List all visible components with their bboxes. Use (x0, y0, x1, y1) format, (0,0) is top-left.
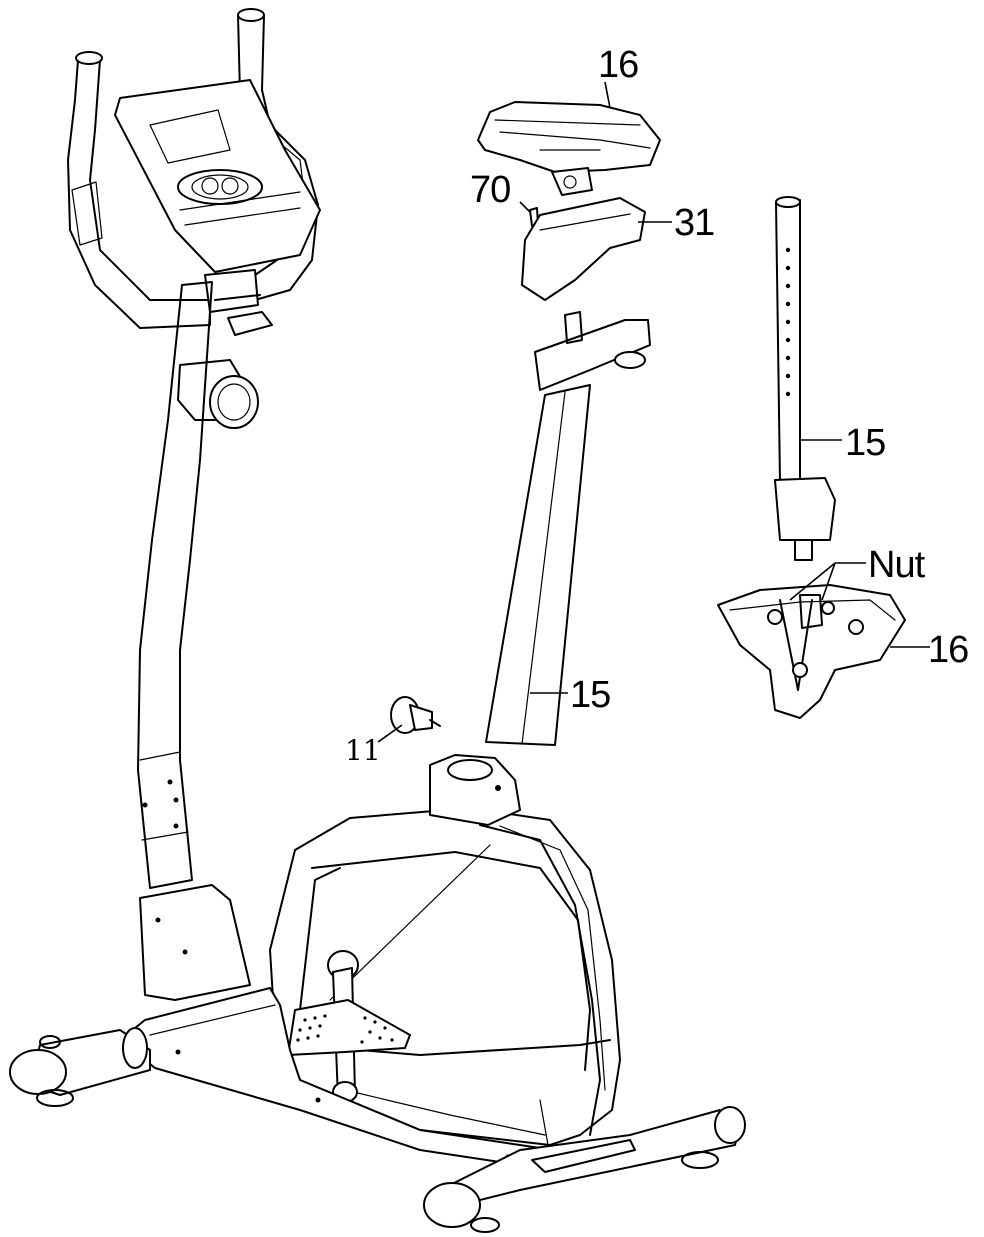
label-part-16-top: 16 (598, 44, 638, 86)
label-part-31: 31 (674, 202, 714, 244)
label-part-11: 11 (345, 734, 381, 767)
label-nut: Nut (868, 544, 926, 586)
label-part-70: 70 (470, 169, 510, 211)
label-part-16-bottom: 16 (928, 629, 968, 671)
bike-frame (9, 8, 746, 1233)
seat-post-assembled (485, 311, 651, 746)
seat-top (477, 101, 661, 196)
part-labels: 16 70 31 11 15 15 Nut 16 (345, 44, 969, 767)
knob-11 (390, 696, 441, 734)
leader-lines (377, 81, 930, 743)
pedal-grip-dots (296, 1014, 394, 1044)
seat-post-side (774, 196, 836, 561)
seat-underside (717, 584, 906, 719)
label-part-15-main: 15 (570, 674, 610, 716)
bracket-31 (521, 197, 646, 301)
label-part-15-side: 15 (845, 422, 885, 464)
